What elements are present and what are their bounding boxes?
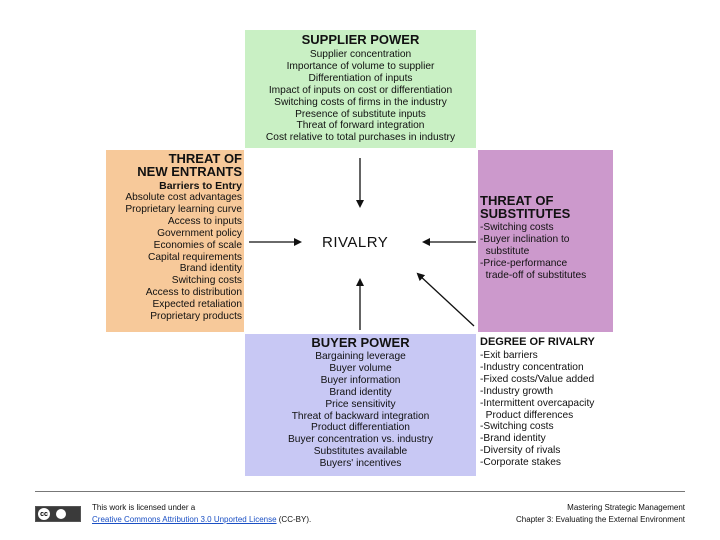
list-item: Bargaining leverage [315, 351, 406, 362]
list-item: Government policy [157, 227, 242, 239]
list-item: Buyer information [320, 374, 401, 386]
course-info: Mastering Strategic Management Chapter 3… [516, 502, 685, 526]
list-item: -Buyer inclination to [480, 233, 570, 245]
new-entrants-title-line2: NEW ENTRANTS [137, 164, 242, 179]
list-item: Product differences [480, 409, 574, 421]
list-item: Threat of backward integration [291, 410, 430, 422]
substitutes-title-line1: THREAT OF [480, 193, 554, 208]
list-item: Proprietary learning curve [125, 203, 242, 215]
cc-icon: cc [38, 508, 50, 520]
list-item: -Corporate stakes [480, 457, 561, 469]
list-item: -Diversity of rivals [480, 445, 561, 457]
list-item: -Switching costs [480, 222, 554, 233]
substitutes-items: -Switching costs-Buyer inclination to su… [480, 222, 613, 282]
list-item: Threat of forward integration [296, 120, 425, 132]
list-item: Product differentiation [311, 422, 410, 434]
substitutes-title-line2: SUBSTITUTES [480, 206, 571, 221]
list-item: Impact of inputs on cost or differentiat… [268, 84, 453, 96]
buyer-power-title: BUYER POWER [311, 335, 410, 350]
list-item: substitute [480, 245, 530, 257]
list-item: Absolute cost advantages [125, 192, 242, 203]
list-item: Switching costs [171, 275, 242, 287]
list-item: Access to inputs [167, 215, 242, 227]
list-item: Cost relative to total purchases in indu… [265, 132, 456, 144]
license-prefix: This work is licensed under a [92, 503, 196, 512]
license-suffix: (CC-BY). [276, 515, 312, 524]
list-item: -Exit barriers [480, 350, 538, 361]
list-item: Switching costs of firms in the industry [274, 96, 447, 108]
list-item: Importance of volume to supplier [286, 60, 435, 72]
list-item: -Brand identity [480, 433, 546, 445]
list-item: Economies of scale [153, 239, 242, 251]
chapter-title: Chapter 3: Evaluating the External Envir… [516, 515, 685, 524]
list-item: -Fixed costs/Value added [480, 373, 595, 385]
list-item: -Industry growth [480, 385, 554, 397]
list-item: Brand identity [179, 263, 242, 275]
license-link[interactable]: Creative Commons Attribution 3.0 Unporte… [92, 515, 277, 524]
degree-of-rivalry-box: DEGREE OF RIVALRY -Exit barriers-Industr… [478, 334, 613, 476]
rivalry-center-label: RIVALRY [322, 234, 389, 251]
new-entrants-title-line1: THREAT OF [168, 151, 242, 166]
barriers-to-entry-heading: Barriers to Entry [159, 180, 242, 192]
arrow-from-degree-of-rivalry [416, 272, 475, 327]
list-item: Access to distribution [145, 287, 242, 299]
course-title: Mastering Strategic Management [567, 503, 685, 512]
list-item: trade-off of substitutes [480, 269, 587, 281]
list-item: Capital requirements [148, 251, 242, 263]
rivalry-items: -Exit barriers-Industry concentration-Fi… [480, 350, 613, 469]
new-entrants-box: THREAT OF NEW ENTRANTS Barriers to Entry… [106, 150, 244, 332]
list-item: Differentiation of inputs [308, 72, 413, 84]
list-item: -Price-performance [480, 257, 568, 269]
list-item: Brand identity [329, 386, 392, 398]
list-item: Buyer concentration vs. industry [288, 434, 433, 446]
list-item: -Intermittent overcapacity [480, 397, 595, 409]
list-item: Proprietary products [150, 311, 242, 323]
degree-of-rivalry-title: DEGREE OF RIVALRY [480, 336, 595, 348]
list-item: Substitutes available [313, 446, 408, 458]
license-notice: This work is licensed under a Creative C… [92, 502, 311, 526]
supplier-power-title: SUPPLIER POWER [301, 32, 420, 47]
list-item: Buyers' incentives [319, 458, 402, 470]
list-item: Expected retaliation [152, 299, 242, 311]
footer-divider [35, 491, 685, 492]
cc-license-badge: cc [35, 506, 81, 522]
list-item: Buyer volume [329, 362, 392, 374]
list-item: Presence of substitute inputs [295, 108, 426, 120]
attribution-icon [56, 509, 66, 519]
list-item: Price sensitivity [325, 398, 396, 410]
list-item: -Switching costs [480, 421, 554, 433]
list-item: -Industry concentration [480, 361, 584, 373]
list-item: Supplier concentration [309, 49, 412, 60]
substitutes-box: THREAT OF SUBSTITUTES -Switching costs-B… [478, 150, 613, 332]
